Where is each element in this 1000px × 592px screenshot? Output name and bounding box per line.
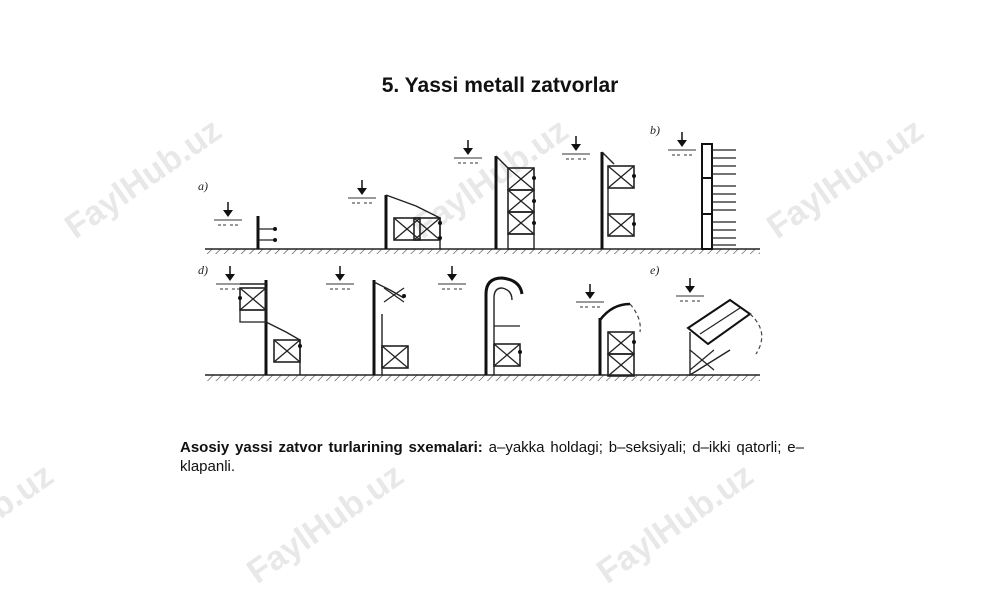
watermark: FaylHub.uz [240, 455, 411, 592]
watermark: FaylHub.uz [760, 110, 931, 247]
gate-d-1 [215, 265, 302, 375]
gate-d-4 [575, 283, 641, 377]
gate-a-1 [213, 201, 277, 249]
gate-d-3 [437, 265, 524, 375]
caption-text: a–yakka holdagi; b–seksiyali; d–ikki qat… [180, 439, 804, 475]
slide-title: 5. Yassi metall zatvorlar [381, 74, 619, 97]
gate-schematics-figure: a) b) d) e) [198, 123, 763, 381]
watermark: FaylHub.uz [590, 455, 761, 592]
gate-d-2 [325, 265, 409, 375]
gate-a-4 [561, 135, 636, 249]
gate-a-3 [453, 139, 536, 250]
caption-bold: Asosiy yassi zatvor turlarining sxemalar… [180, 439, 483, 456]
label-e: e) [650, 263, 659, 277]
ground-line-top [205, 248, 760, 254]
gate-b-sectional [667, 131, 736, 250]
gate-e-flap [675, 277, 763, 377]
label-d: d) [198, 263, 208, 277]
label-a: a) [198, 179, 208, 193]
gate-a-2 [347, 179, 442, 249]
slide: FaylHub.uz FaylHub.uz FaylHub.uz FaylHub… [0, 74, 931, 591]
ground-line-bottom [205, 374, 760, 381]
figure-caption: Asosiy yassi zatvor turlarining sxemalar… [180, 438, 804, 476]
label-b: b) [650, 123, 660, 137]
watermark: FaylHub.uz [0, 455, 61, 592]
